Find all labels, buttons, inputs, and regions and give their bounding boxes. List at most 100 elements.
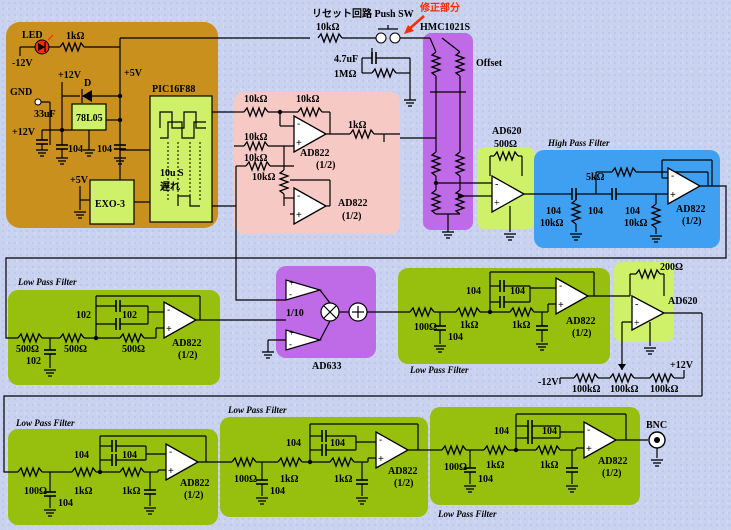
svg-text:+12V: +12V [670,360,694,371]
svg-text:+: + [634,318,640,329]
svg-text:1kΩ: 1kΩ [540,460,559,471]
svg-text:104: 104 [58,498,73,509]
hmc-label: HMC1021S [420,22,470,33]
low-pass-filter-4: Low Pass Filter 100Ω 1kΩ 1kΩ 104 104 104 [227,405,442,505]
gnd-label: GND [10,87,32,98]
svg-text:10kΩ: 10kΩ [252,172,276,183]
svg-text:104: 104 [122,450,137,461]
ad633-multiplier: + - + - 1/10 AD633 [210,206,410,372]
svg-text:1kΩ: 1kΩ [348,120,367,131]
ad620b-symbol [631,294,666,332]
svg-text:102: 102 [76,310,91,321]
minus12v-label: -12V [12,58,33,69]
hmc-sensor-block [423,33,473,230]
lpf2-title: Low Pass Filter [409,365,469,375]
svg-text:104: 104 [542,426,557,437]
svg-text:1/10: 1/10 [286,308,304,319]
svg-text:(1/2): (1/2) [178,350,197,361]
svg-text:104: 104 [510,286,525,297]
reset-r2-label: 1MΩ [334,69,356,80]
svg-text:100Ω: 100Ω [24,486,47,497]
reset-resistor-label: 10kΩ [316,22,340,33]
hpf-title: High Pass Filter [547,138,610,148]
led-resistor-label: 1kΩ [66,31,85,42]
svg-text:1kΩ: 1kΩ [122,486,141,497]
svg-text:100kΩ: 100kΩ [572,384,601,395]
svg-text:1kΩ: 1kΩ [280,474,299,485]
svg-text:100kΩ: 100kΩ [610,384,639,395]
svg-text:AD620: AD620 [668,296,697,307]
low-pass-filter-1: Low Pass Filter 500Ω 500Ω 500Ω 102 102 1… [16,277,210,377]
cap104a-label: 104 [68,144,83,155]
reset-circuit: リセット回路 Push SW 修正部分 10kΩ HMC1021S 4.7uF … [312,1,470,107]
svg-text:100Ω: 100Ω [234,474,257,485]
lpf5-title: Low Pass Filter [437,509,497,519]
svg-text:-: - [289,339,292,349]
svg-text:AD822: AD822 [676,204,705,215]
pic-delay-time: 10u S [160,168,184,179]
svg-text:AD822: AD822 [388,466,417,477]
svg-text:(1/2): (1/2) [572,328,591,339]
svg-text:10kΩ: 10kΩ [624,218,648,229]
plus5v-osc-label: +5V [70,175,89,186]
svg-text:104: 104 [466,286,481,297]
svg-text:500Ω: 500Ω [64,344,87,355]
svg-text:104: 104 [286,438,301,449]
offset-label: Offset [476,58,503,69]
svg-text:102: 102 [26,356,41,367]
svg-text:-12V: -12V [538,377,559,388]
svg-text:EXO-3: EXO-3 [95,199,125,210]
svg-text:AD822: AD822 [300,148,329,159]
svg-text:1kΩ: 1kΩ [512,320,531,331]
diode-symbol [82,90,92,102]
svg-text:AD633: AD633 [312,361,341,372]
svg-text:500Ω: 500Ω [494,139,517,150]
svg-text:AD822: AD822 [566,316,595,327]
svg-text:1kΩ: 1kΩ [334,474,353,485]
cap33-label: 33uF [34,109,56,120]
bridge-amp-block [234,92,400,234]
bridge-amp: 10kΩ 10kΩ 10kΩ 10kΩ 1kΩ AD822 (1/2) 10kΩ [234,94,400,225]
low-pass-filter-3-block [8,429,218,525]
low-pass-filter-2: Low Pass Filter 100Ω 1kΩ 1kΩ 104 104 104 [409,271,630,375]
svg-text:AD822: AD822 [598,456,627,467]
svg-text:AD620: AD620 [492,126,521,137]
svg-text:-: - [289,289,292,299]
ad620a-symbol [491,174,526,214]
svg-text:5kΩ: 5kΩ [586,172,605,183]
svg-text:(1/2): (1/2) [342,211,361,222]
svg-text:10kΩ: 10kΩ [540,218,564,229]
svg-text:AD822: AD822 [172,338,201,349]
svg-text:1kΩ: 1kΩ [74,486,93,497]
ad620-b: 200Ω AD620 - + -12V +12V 100kΩ 100kΩ 100… [538,262,703,396]
plus12v-label: +12V [58,70,82,81]
fix-note: 修正部分 [419,1,460,14]
svg-text:(1/2): (1/2) [682,216,701,227]
svg-text:104: 104 [270,486,285,497]
svg-text:-: - [495,179,498,190]
svg-text:-: - [635,299,638,310]
svg-text:78L05: 78L05 [76,113,103,124]
bnc-output: BNC [646,420,667,467]
regulator-78l05 [71,103,107,131]
svg-text:200Ω: 200Ω [660,262,683,273]
cap104b-label: 104 [97,144,112,155]
lpf4-title: Low Pass Filter [227,405,287,415]
svg-text:100Ω: 100Ω [414,322,437,333]
svg-text:104: 104 [494,426,509,437]
pic-delay-label: 遅れ [160,181,180,193]
led-label: LED [22,30,43,41]
svg-text:104: 104 [546,206,561,217]
svg-text:+: + [289,278,294,288]
svg-text:104: 104 [478,474,493,485]
plus12v-in-label: +12V [12,127,36,138]
svg-text:10kΩ: 10kΩ [244,153,268,164]
svg-text:+: + [494,198,500,209]
push-switch [375,32,387,44]
svg-text:500Ω: 500Ω [16,344,39,355]
svg-text:BNC: BNC [646,420,667,431]
power-section: LED -12V 1kΩ GND +12V D +5V +12V 33uF [10,30,310,225]
svg-text:(1/2): (1/2) [184,490,203,501]
svg-text:+: + [289,328,294,338]
svg-text:104: 104 [625,206,640,217]
